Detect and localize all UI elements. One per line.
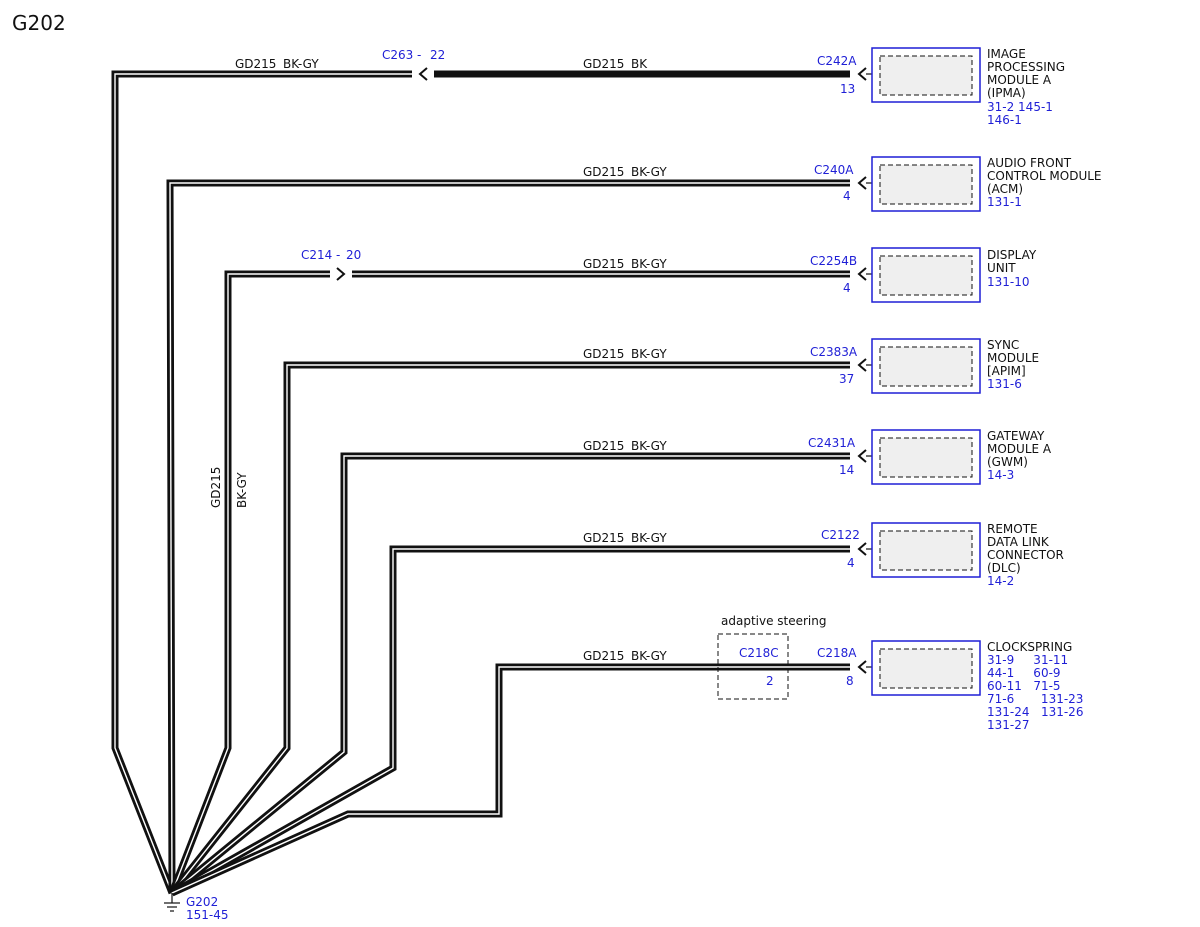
module-inner (879, 437, 973, 478)
inline-connector-pin: 22 (430, 48, 445, 62)
branch-clockspring: adaptive steering C218C 2 GD215 BK-GY C2… (583, 614, 1083, 732)
connector-pin: 13 (840, 82, 855, 96)
inline-connector-dash: - (336, 248, 340, 262)
connector-name: C242A (817, 54, 857, 68)
module-name: DISPLAY UNIT (987, 248, 1040, 275)
module-inner (879, 55, 973, 96)
wire-acm (166, 179, 850, 894)
module-name: SYNC MODULE [APIM] (987, 338, 1043, 378)
connector-pin: 4 (843, 281, 851, 295)
inline-connector-c214-icon (336, 267, 346, 281)
branch-display-unit: C214 - 20 GD215 BK-GY C2254B 4 DISPLAY U… (301, 247, 1040, 303)
module-inner (879, 255, 973, 296)
connector-pin: 4 (843, 189, 851, 203)
connector-pin: 8 (846, 674, 854, 688)
wire-circuit-label: GD215 (235, 57, 276, 71)
optional-connector-box (717, 633, 789, 700)
module-inner (879, 346, 973, 387)
inline-connector-pin: 20 (346, 248, 361, 262)
module-name: REMOTE DATA LINK CONNECTOR (DLC) (987, 522, 1068, 575)
branch-sync: GD215 BK-GY C2383A 37 SYNC MODULE [APIM]… (583, 338, 1043, 394)
wire-color-label: BK-GY (631, 257, 667, 271)
module-refs: 131-10 (987, 275, 1030, 289)
wire-color-label: BK-GY (631, 347, 667, 361)
diagram-title: G202 (12, 11, 66, 35)
wire-color-label: BK (631, 57, 648, 71)
wire-color-label: BK-GY (631, 439, 667, 453)
trunk-color-label: BK-GY (235, 472, 249, 508)
ground-ref: 151-45 (186, 908, 229, 922)
ground-name: G202 (186, 895, 218, 909)
connector-name: C2383A (810, 345, 858, 359)
module-refs: 131-1 (987, 195, 1022, 209)
ground-point: G202 151-45 (164, 893, 229, 922)
branch-dlc: GD215 BK-GY C2122 4 REMOTE DATA LINK CON… (583, 522, 1068, 588)
inline-connector-name: C214 (301, 248, 332, 262)
pin-arrow-icon (857, 449, 867, 463)
branch-ipma: GD215 BK-GY C263 - 22 GD215 BK C242A 13 … (235, 47, 1069, 127)
module-refs: 14-3 (987, 468, 1014, 482)
wire-color-label: BK-GY (631, 531, 667, 545)
wire-circuit-label: GD215 (583, 649, 624, 663)
connector-pin: 4 (847, 556, 855, 570)
module-inner (879, 164, 973, 205)
wire-circuit-label: GD215 (583, 165, 624, 179)
connector-name: C2431A (808, 436, 856, 450)
wire-circuit-label: GD215 (583, 257, 624, 271)
ground-icon (164, 902, 180, 912)
connector-pin: 37 (839, 372, 854, 386)
option-label: adaptive steering (721, 614, 827, 628)
module-refs: 31-9 31-11 44-1 60-9 60-11 71-5 71-6 131… (987, 653, 1083, 732)
module-inner (879, 648, 973, 689)
pin-arrow-icon (857, 267, 867, 281)
wire-circuit-label: GD215 (583, 439, 624, 453)
connector-name: C218A (817, 646, 857, 660)
wire-clockspring (170, 663, 850, 897)
connector-name: C240A (814, 163, 854, 177)
wire-circuit-label: GD215 (583, 57, 624, 71)
module-inner (879, 530, 973, 571)
wire-circuit-label: GD215 (583, 347, 624, 361)
module-name: GATEWAY MODULE A (GWM) (987, 429, 1055, 469)
inline-connector-name: C263 (382, 48, 413, 62)
pin-arrow-icon (857, 176, 867, 190)
option-connector-pin: 2 (766, 674, 774, 688)
connector-name: C2122 (821, 528, 860, 542)
inline-connector-dash: - (417, 48, 421, 62)
pin-arrow-icon (857, 542, 867, 556)
inline-connector-c263-icon (418, 67, 428, 81)
wire-color-label: BK-GY (631, 165, 667, 179)
wire-ipma-left (111, 70, 412, 895)
wire-color-label: BK-GY (283, 57, 319, 71)
pin-arrow-icon (857, 660, 867, 674)
module-refs: 31-2 145-1 146-1 (987, 100, 1057, 127)
wire-bundle (111, 70, 850, 897)
wire-color-label: BK-GY (631, 649, 667, 663)
connector-pin: 14 (839, 463, 854, 477)
module-name: IMAGE PROCESSING MODULE A (IPMA) (987, 47, 1069, 100)
pin-arrow-icon (857, 358, 867, 372)
trunk-circuit-label: GD215 (209, 467, 223, 508)
wire-dlc (170, 545, 850, 897)
module-refs: 131-6 (987, 377, 1022, 391)
option-connector-name: C218C (739, 646, 779, 660)
branch-acm: GD215 BK-GY C240A 4 AUDIO FRONT CONTROL … (583, 156, 1105, 212)
wire-gwm (169, 452, 850, 896)
pin-arrow-icon (857, 67, 867, 81)
module-name: AUDIO FRONT CONTROL MODULE (ACM) (987, 156, 1105, 196)
branch-gwm: GD215 BK-GY C2431A 14 GATEWAY MODULE A (… (583, 429, 1055, 485)
module-refs: 14-2 (987, 574, 1014, 588)
connector-name: C2254B (810, 254, 857, 268)
module-name: CLOCKSPRING (987, 640, 1072, 654)
wire-circuit-label: GD215 (583, 531, 624, 545)
